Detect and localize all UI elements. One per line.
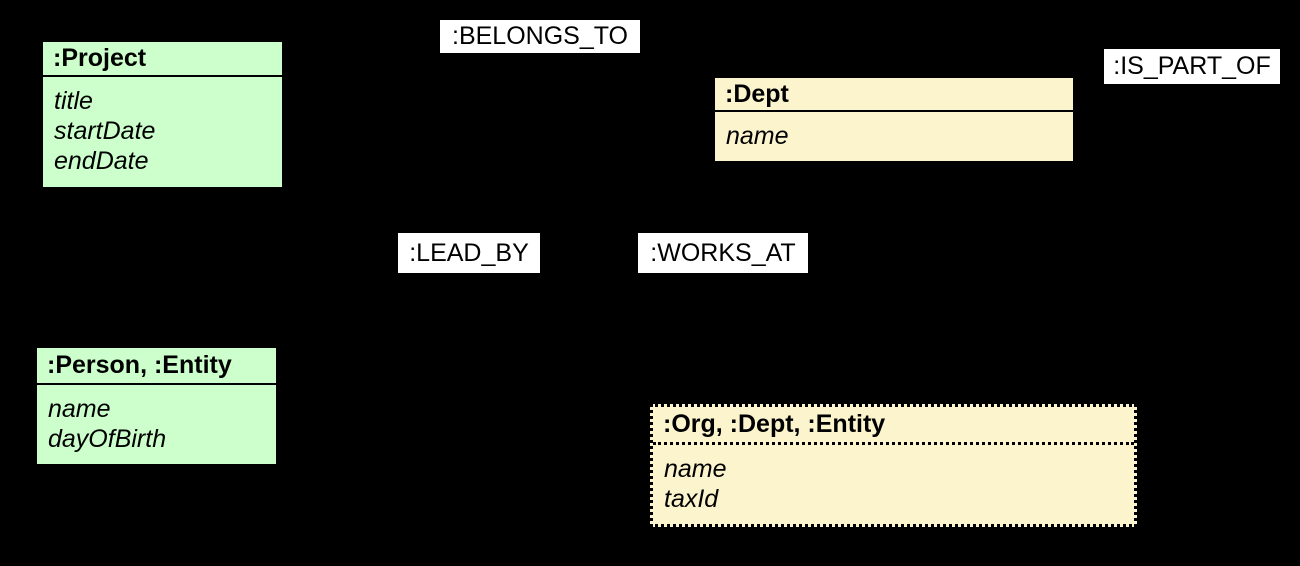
attribute-enddate: endDate	[54, 147, 149, 175]
attribute-dayofbirth: dayOfBirth	[48, 425, 167, 453]
attribute-name: name	[664, 455, 727, 483]
edge-label-belongs-to: :BELONGS_TO	[440, 20, 640, 53]
node-org-dept-entity-title: :Org, :Dept, :Entity	[653, 407, 1134, 445]
node-person-entity-title: :Person, :Entity	[37, 348, 276, 385]
edge-label-works-at: :WORKS_AT	[638, 233, 808, 273]
node-org-dept-entity: :Org, :Dept, :Entity name taxId	[650, 404, 1137, 527]
node-project: :Project title startDate endDate	[41, 40, 284, 189]
node-dept-attributes: name	[715, 112, 1073, 151]
attribute-name: name	[48, 395, 111, 423]
node-org-dept-entity-attributes: name taxId	[653, 445, 1134, 514]
attribute-title: title	[54, 87, 93, 115]
node-project-title: :Project	[43, 42, 282, 77]
attribute-name: name	[726, 122, 789, 150]
attribute-startdate: startDate	[54, 117, 156, 145]
node-dept: :Dept name	[713, 76, 1075, 163]
node-dept-title: :Dept	[715, 78, 1073, 112]
attribute-taxid: taxId	[664, 485, 719, 513]
edge-label-is-part-of: :IS_PART_OF	[1104, 49, 1280, 84]
node-person-entity-attributes: name dayOfBirth	[37, 385, 276, 454]
edge-label-lead-by: :LEAD_BY	[398, 233, 540, 273]
node-person-entity: :Person, :Entity name dayOfBirth	[35, 346, 278, 466]
node-project-attributes: title startDate endDate	[43, 77, 282, 176]
